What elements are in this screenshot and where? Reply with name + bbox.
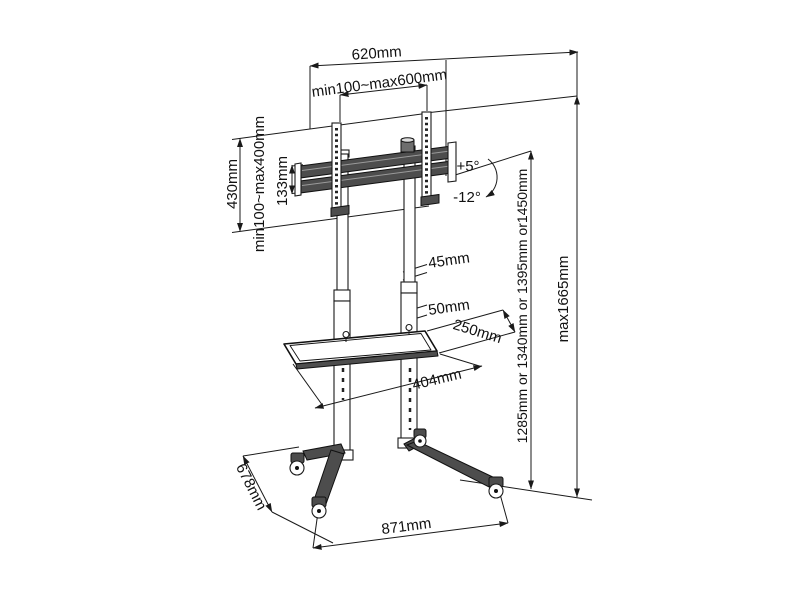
- label-bracket-height: 430mm: [224, 159, 241, 209]
- label-base-depth: 678mm: [232, 461, 270, 513]
- crossbar-left-cap: [294, 162, 302, 197]
- leg-front-right: [405, 440, 498, 489]
- label-top-width: 620mm: [351, 43, 402, 63]
- right-pole-collar: [400, 281, 418, 294]
- dim-shelf-width: [314, 365, 483, 409]
- dim-shelf-depth: [502, 309, 516, 333]
- shelf-pin-right: [405, 323, 413, 332]
- label-upper-pole-width: 45mm: [427, 249, 471, 272]
- tilt-arc: [485, 158, 498, 198]
- dim-top-width: [309, 49, 579, 69]
- dimension-labels: 620mm min100~max600mm 430mm min100~max40…: [224, 43, 572, 538]
- left-pole-collar: [333, 289, 351, 302]
- caster-front-left: [311, 496, 327, 519]
- label-vesa-height-range: min100~max400mm: [251, 116, 268, 252]
- shelf-pin-left: [342, 330, 350, 339]
- label-lower-pole-width: 50mm: [427, 296, 471, 319]
- dim-base-depth: [242, 455, 273, 513]
- label-shelf-width: 404mm: [411, 366, 464, 394]
- label-tilt-down: -12°: [453, 189, 481, 206]
- caster-back-right: [413, 428, 427, 448]
- label-height-options: 1285mm or 1340mm or 1395mm or1450mm: [514, 169, 530, 444]
- caster-front-right: [488, 476, 504, 499]
- vesa-rail-left-foot: [330, 204, 350, 218]
- label-tilt-up: +5°: [456, 158, 479, 175]
- column-poles: [333, 145, 418, 459]
- dimension-lines: [237, 49, 580, 550]
- tv-bracket-crossbar: [294, 137, 457, 197]
- base-legs: [289, 428, 504, 519]
- label-max-height: max1665mm: [555, 256, 572, 343]
- label-base-width: 871mm: [381, 515, 433, 538]
- label-crossbar-height: 133mm: [274, 156, 291, 206]
- shelf: [283, 323, 439, 370]
- dim-vesa-width: [339, 83, 428, 97]
- vesa-rail-right-foot: [420, 193, 440, 207]
- shelf-front-rim: [295, 350, 439, 370]
- dim-base-width: [312, 521, 509, 550]
- vesa-rails: [330, 111, 440, 218]
- caster-back-left: [289, 452, 305, 476]
- crossbar-right-cap: [447, 141, 457, 183]
- leg-back-left: [302, 443, 346, 461]
